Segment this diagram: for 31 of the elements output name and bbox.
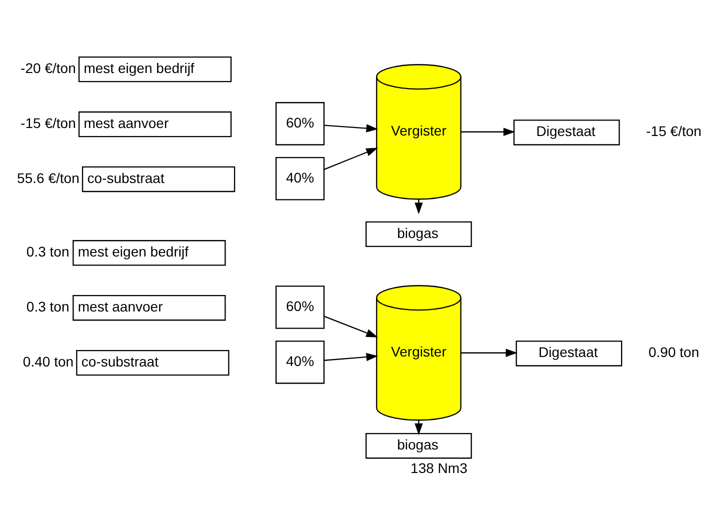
node-box: 60% — [275, 102, 325, 145]
arrow — [461, 348, 518, 356]
node-label: 0.3 ton — [26, 298, 70, 314]
node-box: co-substraat — [76, 349, 230, 376]
node-box: 40% — [275, 340, 325, 384]
node-label: 138 Nm3 — [410, 459, 468, 476]
node-label: -15 €/ton — [20, 114, 76, 130]
node-label: 55.6 €/ton — [17, 169, 80, 186]
node-box: biogas — [366, 432, 472, 458]
arrow — [461, 127, 516, 136]
node-label: 0.3 ton — [26, 243, 70, 260]
node-label: 0.90 ton — [648, 344, 700, 360]
node-box: mest eigen bedrijf — [78, 56, 232, 82]
arrow — [324, 315, 378, 337]
node-box: mest aanvoer — [78, 110, 232, 137]
arrow — [324, 124, 378, 132]
node-box: mest eigen bedrijf — [72, 240, 226, 266]
node-box: co-substraat — [82, 166, 236, 192]
node-box: mest aanvoer — [72, 294, 226, 320]
arrow — [324, 352, 378, 361]
node-label: -15 €/ton — [646, 122, 702, 139]
arrow — [414, 420, 423, 435]
node-label: 0.40 ton — [22, 352, 74, 369]
node-box: Digestaat — [513, 119, 620, 145]
arrow — [414, 198, 423, 214]
node-box: Digestaat — [516, 340, 622, 366]
node-box: 40% — [275, 156, 325, 200]
node-box: biogas — [366, 220, 472, 247]
arrow — [324, 147, 378, 170]
node-label: -20 €/ton — [20, 59, 76, 76]
node-box: 60% — [275, 285, 325, 328]
